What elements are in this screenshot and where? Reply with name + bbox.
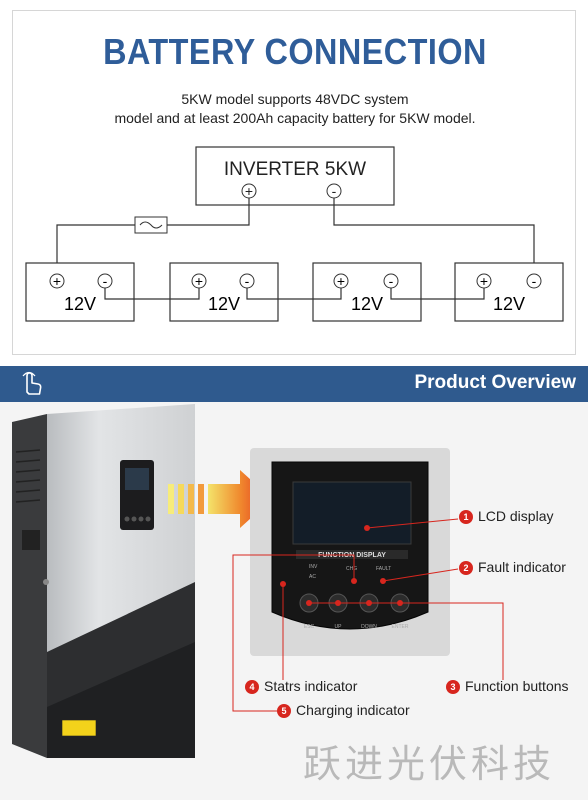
callout-number-1: 1 — [459, 510, 473, 524]
description-line-1: 5KW model supports 48VDC system — [181, 91, 409, 107]
battery-2-plus: + — [195, 273, 203, 289]
callout-number-2: 2 — [459, 561, 473, 575]
callout-line-lcd — [366, 518, 459, 529]
button-enter-label: ENTER — [392, 624, 409, 630]
battery-1 — [25, 262, 135, 322]
battery-3-voltage: 12V — [351, 294, 383, 314]
inverter-plus-symbol: + — [245, 183, 253, 199]
callout-number-3: 3 — [446, 680, 460, 694]
battery-4-voltage: 12V — [493, 294, 525, 314]
indicator-chg-label: CHG — [346, 566, 357, 572]
callout-function-buttons: 3 Function buttons — [446, 678, 569, 694]
series-link-2-3 — [246, 288, 342, 300]
product-overview-banner: Product Overview — [0, 366, 588, 402]
battery-1-minus: - — [103, 273, 108, 289]
section-title: BATTERY CONNECTION — [103, 31, 487, 72]
callout-status-indicator: 4 Statrs indicator — [245, 678, 357, 694]
hand-pointer-icon — [22, 371, 42, 395]
callout-number-4: 4 — [245, 680, 259, 694]
indicator-inv-label: INV — [309, 564, 318, 570]
indicator-fault-label: FAULT — [376, 566, 391, 572]
series-link-1-2 — [104, 288, 200, 300]
battery-4 — [454, 262, 564, 322]
battery-3-minus: - — [389, 273, 394, 289]
battery-4-plus: + — [480, 273, 488, 289]
wiring-diagram: INVERTER 5KW + - + - 12V + - 12V + - 12V — [25, 146, 564, 322]
battery-1-positive — [49, 273, 65, 289]
control-panel-closeup: FUNCTION DISPLAY INV AC CHG FAULT ESC UP… — [250, 448, 450, 656]
inverter-minus-symbol: - — [332, 183, 337, 199]
callout-line-buttons — [309, 602, 504, 680]
negative-wire — [333, 198, 535, 274]
button-esc-label: ESC — [304, 624, 315, 630]
battery-2-minus: - — [245, 273, 250, 289]
callout-charging-indicator: 5 Charging indicator — [277, 702, 410, 718]
button-up-label: UP — [335, 624, 343, 630]
indicator-ac-label: AC — [309, 574, 316, 580]
product-overview-section: FUNCTION DISPLAY INV AC CHG FAULT ESC UP… — [0, 402, 588, 800]
battery-1-plus: + — [53, 273, 61, 289]
callout-lcd-display: 1 LCD display — [459, 508, 553, 524]
callout-line-charging — [232, 554, 355, 712]
battery-connection-panel: BATTERY CONNECTION 5KW model supports 48… — [12, 10, 576, 355]
callout-text-fault: Fault indicator — [478, 559, 566, 575]
callout-text-status: Statrs indicator — [264, 678, 358, 694]
battery-3 — [312, 262, 422, 322]
inverter-box — [195, 146, 395, 206]
inverter-label: INVERTER 5KW — [224, 159, 366, 180]
battery-2 — [169, 262, 279, 322]
watermark-text: 跃进光伏科技 — [303, 742, 556, 786]
battery-1-voltage: 12V — [64, 294, 96, 314]
battery-3-plus: + — [337, 273, 345, 289]
overview-illustration: FUNCTION DISPLAY INV AC CHG FAULT ESC UP… — [12, 404, 504, 758]
callout-line-fault — [382, 568, 459, 582]
inverter-unit — [12, 404, 195, 758]
button-down-label: DOWN — [361, 624, 377, 630]
series-link-3-4 — [390, 288, 485, 300]
battery-4-negative — [526, 273, 542, 289]
fuse-symbol — [139, 221, 163, 229]
callout-fault-indicator: 2 Fault indicator — [459, 559, 566, 575]
banner-title: Product Overview — [414, 372, 576, 393]
battery-2-voltage: 12V — [208, 294, 240, 314]
battery-4-minus: - — [532, 273, 537, 289]
description-line-2: model and at least 200Ah capacity batter… — [114, 110, 476, 126]
callout-number-5: 5 — [277, 704, 291, 718]
callout-text-lcd: LCD display — [478, 508, 554, 524]
callout-text-buttons: Function buttons — [465, 678, 569, 694]
callout-text-charging: Charging indicator — [296, 702, 410, 718]
